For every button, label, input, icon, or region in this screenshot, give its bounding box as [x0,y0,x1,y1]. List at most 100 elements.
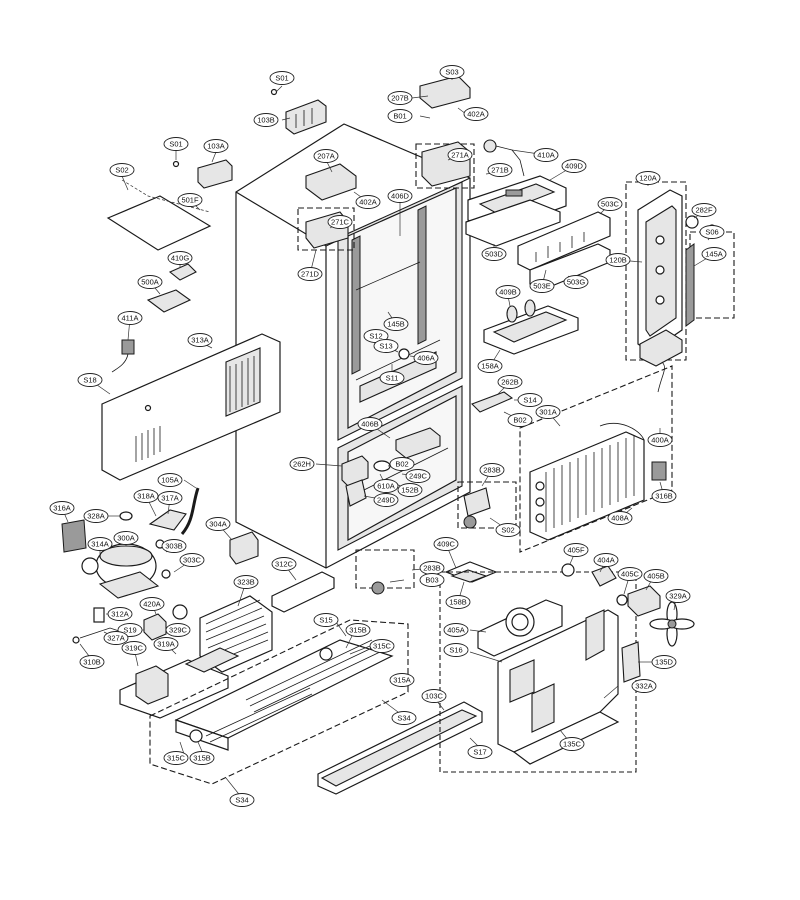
callout-label: 319C [125,644,144,653]
callout-406D: 406D [387,189,413,203]
rear-panel-313a [101,333,281,481]
board-312c [271,571,335,613]
callout-bubble [161,539,187,553]
callout-label: 405B [647,572,665,581]
callout-bubble [635,171,661,185]
callout-bubble [179,553,205,567]
callout-label: 310B [83,658,101,667]
callout-bubble [467,745,493,759]
callout-label: 405F [567,546,585,555]
callout-bubble [643,569,669,583]
callout-406B: 406B [357,417,383,431]
small-parts [72,607,123,644]
bracket-410a [483,139,525,177]
callout-label: 207A [317,152,335,161]
callout-label: 103A [207,142,225,151]
callout-label: 405C [621,570,640,579]
callout-bubble [535,405,561,419]
callout-303B: 303B [161,539,187,553]
drain-105a [148,487,200,535]
callout-bubble [121,641,147,655]
callout-label: 105A [161,476,179,485]
cap-103a [172,159,233,189]
callout-label: 283B [423,564,441,573]
callout-label: S02 [115,166,128,175]
callout-label: 313A [191,336,209,345]
callout-bubble [507,413,533,427]
callout-bubble [397,483,423,497]
callout-271D: 271D [297,267,323,281]
callout-label: 500A [141,278,159,287]
callout-bubble [701,247,727,261]
callout-S34a: S34 [391,711,417,725]
callout-S03: S03 [439,65,465,79]
callout-label: S19 [123,626,136,635]
part-500a [146,289,192,313]
callout-bubble [389,457,415,471]
callout-S34b: S34 [229,793,255,807]
callout-bubble [357,417,383,431]
callout-bubble [379,371,405,385]
callout-label: S34 [235,796,248,805]
callout-bubble [443,623,469,637]
callout-label: 271B [491,166,509,175]
callout-label: 409D [565,162,584,171]
callout-bubble [495,285,521,299]
callout-label: 152B [401,486,419,495]
callout-300A: 300A [113,531,139,545]
callouts: S01 103B S03 207B B01 402A S01 103A S02 … [49,65,727,807]
callout-bubble [163,751,189,765]
callout-400A: 400A [647,433,673,447]
callout-409B: 409B [495,285,521,299]
callout-label: 249C [409,472,428,481]
callout-label: 408A [611,514,629,523]
callout-bubble [419,573,445,587]
callout-105A: 105A [157,473,183,487]
callout-bubble [167,251,193,265]
callout-328A: 328A [83,509,109,523]
callout-S15: S15 [313,613,339,627]
callout-S18: S18 [77,373,103,387]
callout-500A: 500A [137,275,163,289]
callout-label: 271C [331,218,350,227]
callout-135D: 135D [651,655,677,669]
callout-405B: 405B [643,569,669,583]
callout-label: 402A [467,110,485,119]
callout-304A: 304A [205,517,231,531]
callout-158B: 158B [445,595,471,609]
callout-label: 323B [237,578,255,587]
callout-312A: 312A [107,607,133,621]
callout-label: 314A [91,540,109,549]
callout-label: S34 [397,714,410,723]
callout-120A: 120A [635,171,661,185]
callout-label: 409C [437,540,456,549]
callout-409C: 409C [433,537,459,551]
callout-bubble [289,457,315,471]
callout-bubble [107,607,133,621]
callout-label: S16 [449,646,462,655]
callout-label: B02 [395,460,408,469]
callout-103B: 103B [253,113,279,127]
callout-label: 103B [257,116,275,125]
panel-501f [106,179,212,251]
callout-label: 312C [275,560,294,569]
callout-323B: 323B [233,575,259,589]
callout-S01a: S01 [269,71,295,85]
callout-329C: 329C [165,623,191,637]
callout-bubble [373,493,399,507]
callout-S06: S06 [699,225,725,239]
callout-label: 316B [655,492,673,501]
callout-bubble [133,489,159,503]
callout-bubble [517,393,543,407]
callout-315Bb: 315B [189,751,215,765]
callout-label: 303B [165,542,183,551]
callout-label: 145B [387,320,405,329]
callout-405A: 405A [443,623,469,637]
callout-404A: 404A [593,553,619,567]
callout-bubble [699,225,725,239]
cover-315a [149,619,409,785]
callout-bubble [139,597,165,611]
callout-207B: 207B [387,91,413,105]
top-hinge-right [415,75,475,189]
callout-bubble [327,215,353,229]
